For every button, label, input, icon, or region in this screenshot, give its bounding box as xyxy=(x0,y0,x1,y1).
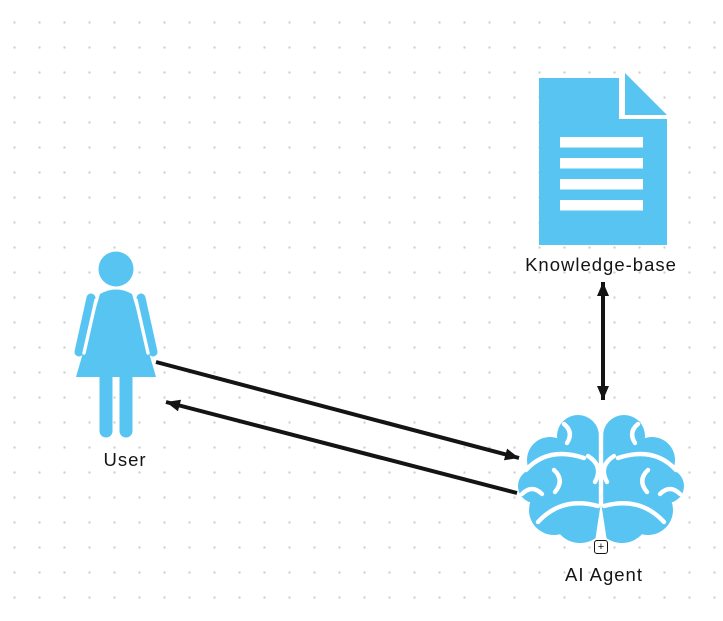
document-icon[interactable] xyxy=(539,72,667,245)
node-user-label: User xyxy=(103,449,147,470)
connector-agent-to-user[interactable] xyxy=(165,399,518,495)
attachment-expand-glyph: + xyxy=(597,540,605,553)
woman-figure-icon[interactable] xyxy=(72,250,162,440)
node-knowledge-base-label: Knowledge-base xyxy=(525,254,677,275)
node-ai-agent-label: AI Agent xyxy=(565,564,643,585)
connector-user-to-agent[interactable] xyxy=(155,360,520,461)
attachment-expand-icon[interactable]: + xyxy=(594,540,608,554)
brain-icon[interactable] xyxy=(518,410,684,548)
